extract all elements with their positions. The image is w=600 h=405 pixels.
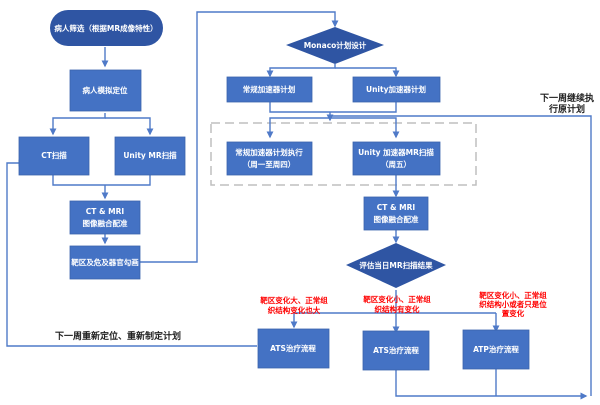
node-fusion-2-label-2: 图像融合配准 [374, 214, 419, 224]
node-conventional-exec[interactable]: 常规加速器计划执行 （周一至周四） [226, 141, 313, 176]
connector-ats-mid-out [395, 369, 588, 400]
node-simulation-label: 病人模拟定位 [83, 85, 128, 95]
note-branch-right: 靶区变化小、正常组 织结构小或者只是位 置变化 [479, 290, 547, 318]
node-unity-mr-scan-label: Unity MR扫描 [123, 150, 177, 160]
node-ct-scan[interactable]: CT扫描 [18, 136, 90, 176]
node-conventional-plan[interactable]: 常规加速器计划 [226, 76, 313, 103]
note-branch-right-line-3: 置变化 [502, 308, 525, 318]
note-branch-mid: 靶区变化小、正常组 织结构有变化 [363, 294, 431, 314]
node-evaluate-label: 评估当日MR扫描结果 [359, 260, 433, 270]
node-ats-left[interactable]: ATS治疗流程 [257, 328, 330, 369]
node-fusion-1[interactable]: CT & MRI 图像融合配准 [69, 200, 141, 235]
note-branch-mid-line-2: 织结构有变化 [375, 304, 420, 314]
node-unity-plan-label: Unity加速器计划 [366, 84, 426, 94]
node-unity-plan[interactable]: Unity加速器计划 [352, 76, 441, 103]
node-atp[interactable]: ATP治疗流程 [462, 329, 530, 370]
node-unity-mr-friday[interactable]: Unity 加速器MR扫描 （周五） [352, 141, 441, 176]
note-branch-right-line-2: 织结构小或者只是位 [479, 299, 547, 309]
node-unity-mr-scan[interactable]: Unity MR扫描 [114, 136, 186, 176]
node-fusion-1-label-2: 图像融合配准 [83, 218, 128, 228]
note-continue-plan-line-1: 下一周继续执 [540, 92, 594, 104]
node-screening-label: 病人筛选（根据MR成像特性） [54, 23, 157, 33]
node-contouring-label: 靶区及危及器官勾画 [71, 257, 139, 267]
node-atp-label: ATP治疗流程 [473, 344, 519, 354]
connector-to-unity-friday [330, 117, 400, 139]
node-ats-mid[interactable]: ATS治疗流程 [362, 330, 430, 371]
node-ats-left-label: ATS治疗流程 [270, 343, 316, 353]
note-replan: 下一周重新定位、重新制定计划 [55, 330, 181, 342]
connector-plans-merge [269, 102, 397, 113]
node-fusion-1-label-1: CT & MRI [86, 207, 125, 216]
node-simulation[interactable]: 病人模拟定位 [69, 69, 142, 112]
connector-replan-loop [6, 159, 257, 347]
connector-monaco-unity [335, 67, 400, 78]
node-unity-mr-friday-label-1: Unity 加速器MR扫描 [358, 147, 434, 157]
connector-simulation-unity [105, 117, 154, 136]
node-fusion-2[interactable]: CT & MRI 图像融合配准 [363, 196, 429, 231]
note-branch-mid-line-1: 靶区变化小、正常组 [363, 294, 431, 304]
node-conventional-exec-label-2: （周一至周四） [243, 159, 296, 169]
node-evaluate[interactable]: 评估当日MR扫描结果 [346, 243, 446, 288]
node-fusion-2-label-1: CT & MRI [377, 203, 416, 212]
note-branch-right-line-1: 靶区变化小、正常组 [479, 290, 547, 300]
note-continue-plan-line-2: 行原计划 [548, 103, 585, 115]
node-ct-scan-label: CT扫描 [41, 150, 67, 160]
node-unity-mr-friday-label-2: （周五） [381, 159, 411, 169]
connector-contouring-monaco [139, 11, 339, 263]
node-conventional-plan-label: 常规加速器计划 [243, 84, 296, 94]
node-screening[interactable]: 病人筛选（根据MR成像特性） [50, 10, 163, 46]
connector-to-conventional-exec [266, 117, 330, 139]
weekly-execution-group [210, 122, 477, 186]
connector-continue-loop [330, 115, 592, 396]
note-branch-left: 靶区变化大、正常组 织结构变化也大 [260, 295, 328, 315]
node-contouring[interactable]: 靶区及危及器官勾画 [69, 245, 141, 280]
connector-monaco-conventional [266, 64, 336, 78]
note-branch-left-line-1: 靶区变化大、正常组 [260, 295, 328, 305]
node-monaco-label: Monaco计划设计 [304, 40, 367, 50]
connector-simulation-ct [49, 113, 106, 136]
node-monaco[interactable]: Monaco计划设计 [286, 27, 384, 64]
node-conventional-exec-label-1: 常规加速器计划执行 [235, 147, 303, 157]
connector-scans-merge [52, 175, 151, 186]
note-branch-left-line-2: 织结构变化也大 [268, 305, 321, 315]
note-continue-plan: 下一周继续执 行原计划 [540, 92, 594, 115]
node-ats-mid-label: ATS治疗流程 [373, 345, 419, 355]
